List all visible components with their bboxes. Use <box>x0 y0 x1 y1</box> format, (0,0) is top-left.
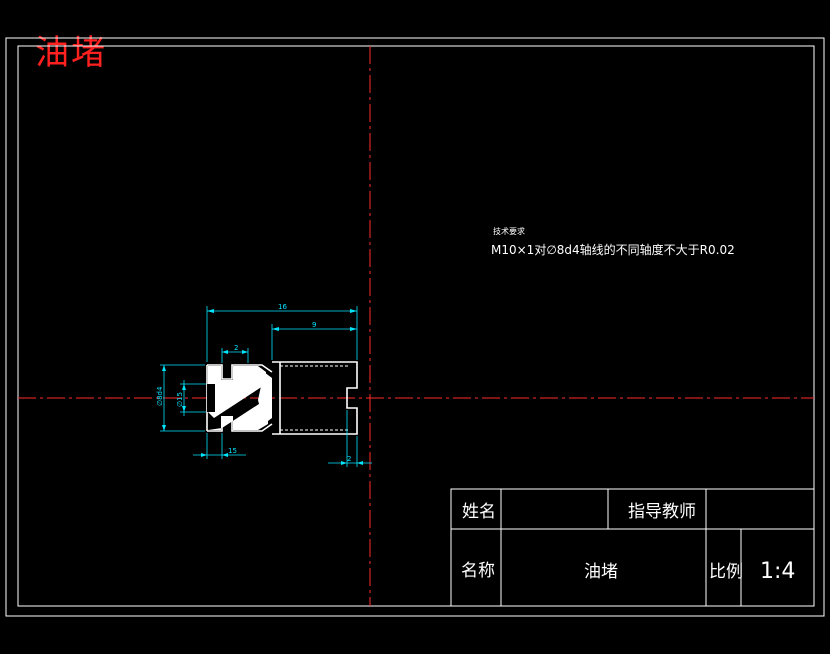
dimension-labels: 16 9 2 15 2 ∅8d4 ∅15 <box>156 303 351 463</box>
dim-thread-length: 9 <box>312 321 316 329</box>
section-hatch <box>208 366 272 430</box>
part-name-label: 名称 <box>461 561 495 581</box>
tech-req-line: M10×1对∅8d4轴线的不同轴度不大于R0.02 <box>491 242 735 257</box>
dim-outer-dia: ∅8d4 <box>156 386 164 406</box>
drawing-title: 油堵 <box>35 33 107 73</box>
title-block <box>450 488 815 607</box>
dim-overall-length: 16 <box>278 303 287 311</box>
dim-inner-dia: ∅15 <box>176 392 184 407</box>
dim-groove-width: 2 <box>234 344 238 352</box>
inner-frame <box>17 45 815 607</box>
threaded-body-outline <box>272 361 358 435</box>
dimensions <box>160 306 372 467</box>
outer-frame <box>5 37 825 617</box>
head-top-outline <box>207 364 273 380</box>
part-name-value: 油堵 <box>584 562 618 582</box>
dimension-arrows <box>162 309 363 465</box>
tech-req-heading: 技术要求 <box>493 226 525 236</box>
dim-slot-width: 2 <box>347 455 351 463</box>
scale-value: 1:4 <box>760 559 795 584</box>
dim-head-length: 15 <box>228 447 237 455</box>
name-label: 姓名 <box>462 502 496 522</box>
instructor-label: 指导教师 <box>628 502 696 522</box>
bore-hole <box>207 384 215 412</box>
scale-label: 比例 <box>709 562 743 582</box>
